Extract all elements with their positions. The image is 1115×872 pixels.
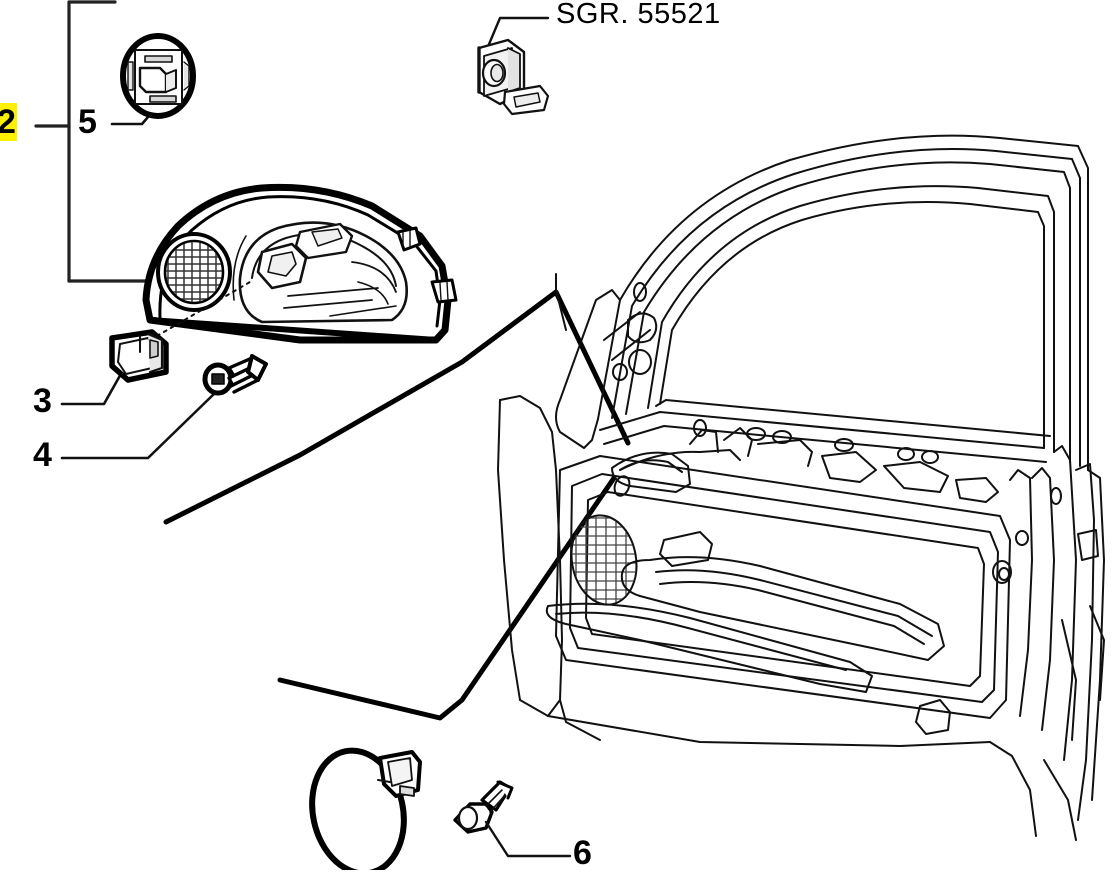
part-4-screw	[202, 354, 268, 396]
callout-label-5: 5	[78, 103, 97, 141]
leader-line-4	[60, 390, 218, 460]
callout-label-6: 6	[573, 834, 592, 872]
car-door-assembly	[497, 134, 1105, 841]
callout-label-4: 4	[33, 436, 52, 474]
callout-label-3: 3	[33, 382, 52, 420]
callout-2-text: 2	[0, 103, 17, 141]
callout-label-2: 2	[0, 103, 17, 141]
part-6-push-rivet	[453, 780, 514, 834]
leader-line-6	[484, 820, 572, 858]
leader-line-3	[60, 370, 124, 406]
part-5-blanking-cap	[120, 33, 196, 119]
group-bracket-2	[34, 0, 152, 283]
part-2-door-trim-panel	[142, 183, 458, 344]
leader-line-sgr	[485, 16, 550, 51]
part-3-trim-clip	[109, 329, 169, 383]
part-blanking-disc	[309, 747, 422, 870]
sgr-reference-label: SGR. 55521	[556, 0, 721, 30]
alignment-line-3	[149, 281, 251, 341]
leader-line-6-to-door	[277, 475, 617, 721]
part-sgr-window-switch	[477, 38, 550, 116]
